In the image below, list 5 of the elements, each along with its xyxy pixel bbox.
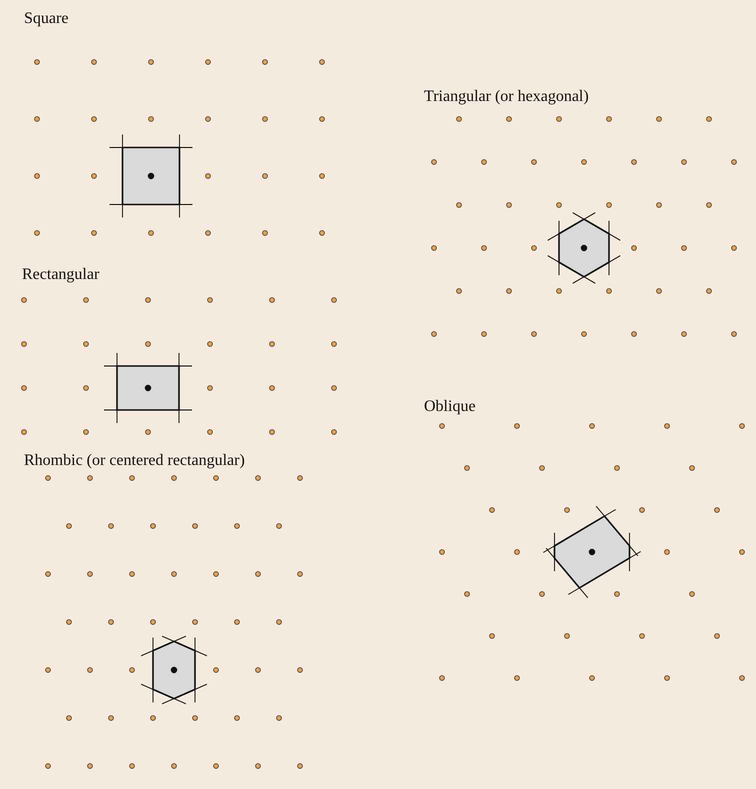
lattice-title: Oblique: [424, 398, 476, 416]
lattice-title: Square: [24, 10, 68, 28]
lattice-title: Rectangular: [22, 266, 100, 284]
lattice-title: Rhombic (or centered rectangular): [24, 452, 245, 470]
lattice-title: Triangular (or hexagonal): [424, 88, 589, 106]
